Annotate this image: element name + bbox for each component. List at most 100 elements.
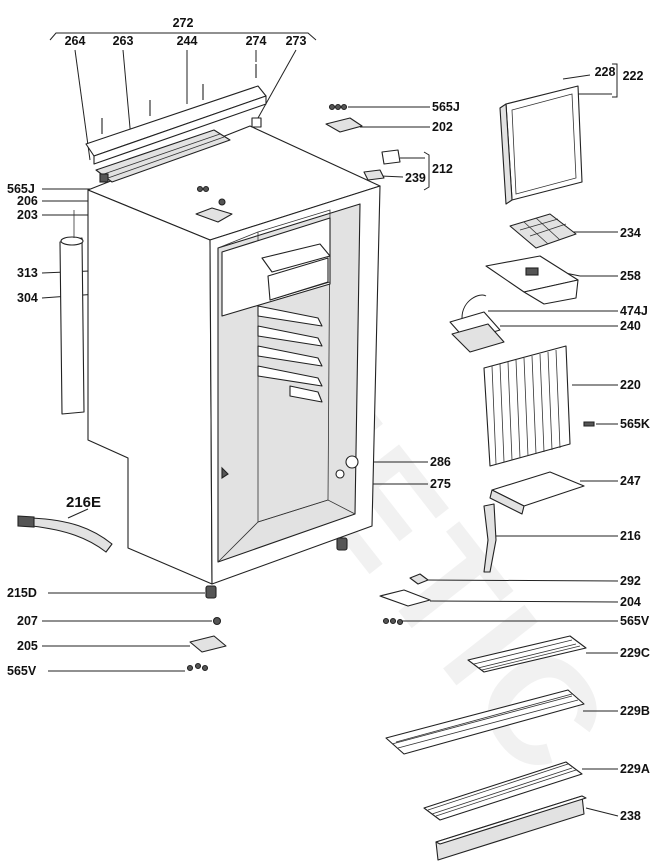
- label-263: 263: [113, 34, 134, 48]
- part-228-gasket: [511, 93, 577, 195]
- part-216E-cable: [17, 515, 113, 553]
- part-238-bar: [435, 795, 587, 861]
- refrigerator-cabinet: [59, 125, 381, 599]
- label-292: 292: [620, 574, 641, 588]
- leader-228: [562, 74, 591, 80]
- shelf-229A-wires: [427, 763, 577, 817]
- hinge-parts-bottom: [186, 573, 431, 672]
- part-304-frame: [267, 257, 329, 301]
- part-565J-screw: [196, 185, 204, 193]
- label-565K: 565K: [620, 417, 650, 431]
- part-565V-a-screw-2: [389, 617, 397, 625]
- leader-264: [74, 49, 91, 161]
- label-206: 206: [17, 194, 38, 208]
- part-207-pin: [212, 616, 222, 626]
- shelf-guide-2: [257, 325, 323, 347]
- cabinet-marker: [221, 466, 229, 480]
- part-273-clip: [251, 117, 262, 128]
- cable-216E-plug: [17, 515, 35, 528]
- part-220-evaporator: [483, 345, 595, 467]
- part-216-pipe: [483, 503, 497, 573]
- leader-272-bracket: [49, 32, 317, 41]
- interior-top-edge: [217, 231, 259, 249]
- label-244: 244: [177, 34, 198, 48]
- cabinet-foot-right: [336, 537, 348, 551]
- label-202: 202: [432, 120, 453, 134]
- label-247: 247: [620, 474, 641, 488]
- rear-unit-cylinder-top: [60, 236, 84, 246]
- leader-239: [379, 175, 404, 178]
- label-229A: 229A: [620, 762, 650, 776]
- part-264-block: [99, 173, 109, 183]
- interior-floor: [217, 499, 356, 563]
- part-222-door-edge: [499, 103, 513, 205]
- shelf-guide-3: [257, 345, 323, 367]
- label-204: 204: [620, 595, 641, 609]
- ice-tray-grid: [519, 217, 567, 245]
- leader-238: [585, 807, 619, 817]
- part-215D-foot: [205, 585, 217, 599]
- part-286-knob: [345, 455, 359, 469]
- door-assembly: [499, 85, 583, 205]
- part-244-rail-side: [93, 95, 267, 165]
- shelf-229C-wires: [473, 639, 581, 671]
- label-220: 220: [620, 378, 641, 392]
- leader-212-bracket: [423, 151, 430, 191]
- part-565V-b-screw-3: [201, 664, 209, 672]
- shelf-guide-5: [289, 385, 323, 403]
- label-474J: 474J: [620, 304, 648, 318]
- part-565J-screw-2: [202, 185, 210, 193]
- shelf-guide-1: [257, 305, 323, 327]
- label-264: 264: [65, 34, 86, 48]
- part-258-drip-tray: [485, 255, 579, 305]
- part-565J-a-screw-2: [334, 103, 342, 111]
- part-565J-a-screw-1: [328, 103, 336, 111]
- part-202-plate: [325, 117, 363, 133]
- evaporator-fins: [491, 349, 561, 465]
- part-240-thermostat: [449, 294, 505, 353]
- part-565V-a-screw-1: [382, 617, 390, 625]
- part-206-pin: [218, 198, 226, 206]
- part-229C-shelf: [467, 635, 587, 673]
- label-565V-b: 565V: [7, 664, 37, 678]
- leader-222-bracket: [612, 63, 618, 98]
- label-313: 313: [17, 266, 38, 280]
- label-273: 273: [286, 34, 307, 48]
- label-286: 286: [430, 455, 451, 469]
- part-263-mesh-lines: [103, 133, 225, 179]
- label-207: 207: [17, 614, 38, 628]
- part-204-plate: [379, 589, 431, 607]
- part-565K-screw: [583, 421, 595, 427]
- label-275: 275: [430, 477, 451, 491]
- label-212: 212: [432, 162, 453, 176]
- label-216E: 216E: [66, 494, 101, 511]
- leader-204: [429, 600, 619, 603]
- label-203: 203: [17, 208, 38, 222]
- label-240: 240: [620, 319, 641, 333]
- part-565V-a-screw-3: [396, 618, 404, 626]
- part-275-lamp: [335, 469, 345, 479]
- label-222: 222: [623, 69, 644, 83]
- part-229A-shelf: [423, 761, 583, 821]
- label-205: 205: [17, 639, 38, 653]
- thermostat-base: [451, 323, 505, 353]
- hinge-parts-top: [325, 103, 401, 181]
- label-258: 258: [620, 269, 641, 283]
- part-234-ice-tray: [509, 213, 577, 249]
- shelf-guides: [257, 305, 323, 403]
- rear-unit-cylinder: [59, 237, 85, 415]
- leader-216E: [67, 508, 89, 519]
- part-247-bracket: [489, 471, 585, 515]
- label-565J-b: 565J: [7, 182, 35, 196]
- label-229C: 229C: [620, 646, 650, 660]
- label-272: 272: [173, 16, 194, 30]
- bar-238-top: [435, 795, 587, 845]
- label-238: 238: [620, 809, 641, 823]
- label-565J-a: 565J: [432, 100, 460, 114]
- label-216: 216: [620, 529, 641, 543]
- part-239-catch: [363, 169, 385, 181]
- label-234: 234: [620, 226, 641, 240]
- part-474J-cable: [461, 294, 487, 319]
- part-229B-shelf: [385, 689, 585, 755]
